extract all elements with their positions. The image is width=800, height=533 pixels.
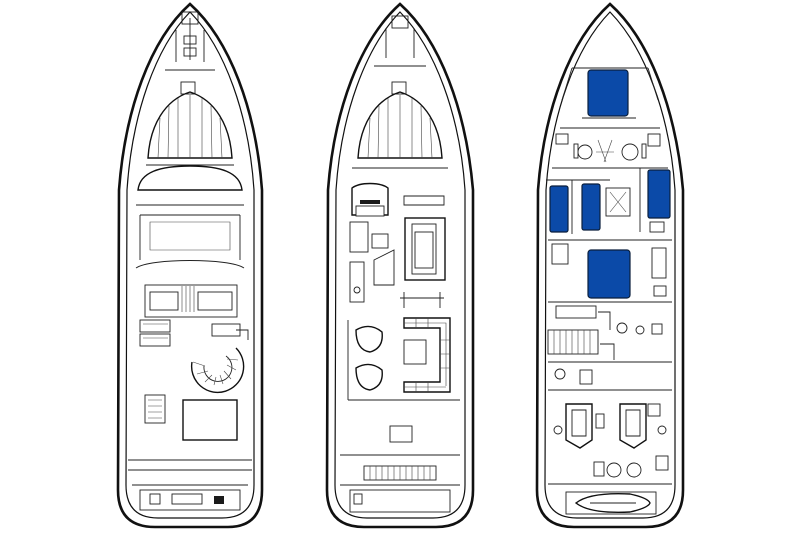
main-deck-galley: [349, 217, 446, 308]
forward-berth: [587, 69, 629, 117]
twin-cabin: [546, 179, 631, 234]
flybridge-inner-outline: [125, 11, 255, 519]
flybridge-bow-details: [165, 11, 215, 95]
companionway-stairs: [547, 329, 599, 355]
main-deck-helm: [351, 182, 445, 217]
engine-room: [548, 368, 672, 478]
starboard-berth: [647, 169, 671, 219]
main-deck-plan: [325, 2, 475, 529]
aft-table: [182, 399, 238, 441]
flybridge-seating: [139, 319, 241, 347]
flybridge-helm: [144, 284, 238, 318]
starboard-cabin: [639, 168, 671, 233]
forward-heads: [552, 133, 668, 169]
forward-basin: [621, 143, 639, 161]
helm-seat: [197, 291, 233, 311]
main-deck-inner-outline: [334, 11, 466, 519]
twin-berth-1: [549, 185, 569, 233]
forward-cabin: [560, 67, 660, 129]
vip-cabin: [548, 239, 672, 303]
cockpit-table: [389, 425, 413, 443]
armchair-1: [355, 325, 383, 353]
dinette: [404, 217, 446, 281]
lower-deck-plan: [535, 2, 685, 529]
main-bow-hatch-icon: [391, 81, 407, 95]
main-deck-cockpit: [340, 425, 460, 513]
main-deck-bow: [352, 15, 448, 169]
bow-sunpad: [146, 91, 234, 166]
port-engine: [565, 403, 593, 449]
main-deck-hull-outline: [325, 2, 475, 529]
tender-boat: [574, 493, 651, 513]
galley-sink: [371, 233, 389, 249]
flybridge-aft-deck: [128, 394, 252, 471]
twin-berth-2: [581, 183, 601, 231]
flybridge-hull-outline: [116, 2, 264, 529]
armchair-2: [355, 363, 383, 391]
flybridge-hardtop: [135, 165, 245, 269]
bow-hatch-icon: [180, 81, 196, 95]
coffee-table: [403, 339, 427, 365]
tender-garage: [548, 483, 672, 515]
helm-console: [149, 291, 179, 311]
flybridge-deck-plan: [116, 2, 264, 529]
lower-deck-midsection: [547, 305, 672, 363]
main-deck-saloon: [347, 317, 460, 401]
starboard-engine: [619, 403, 647, 449]
flybridge-spiral-staircase: [190, 329, 249, 394]
flybridge-swim-platform: [132, 484, 248, 511]
forward-toilet: [577, 144, 593, 160]
vip-berth: [587, 249, 631, 299]
